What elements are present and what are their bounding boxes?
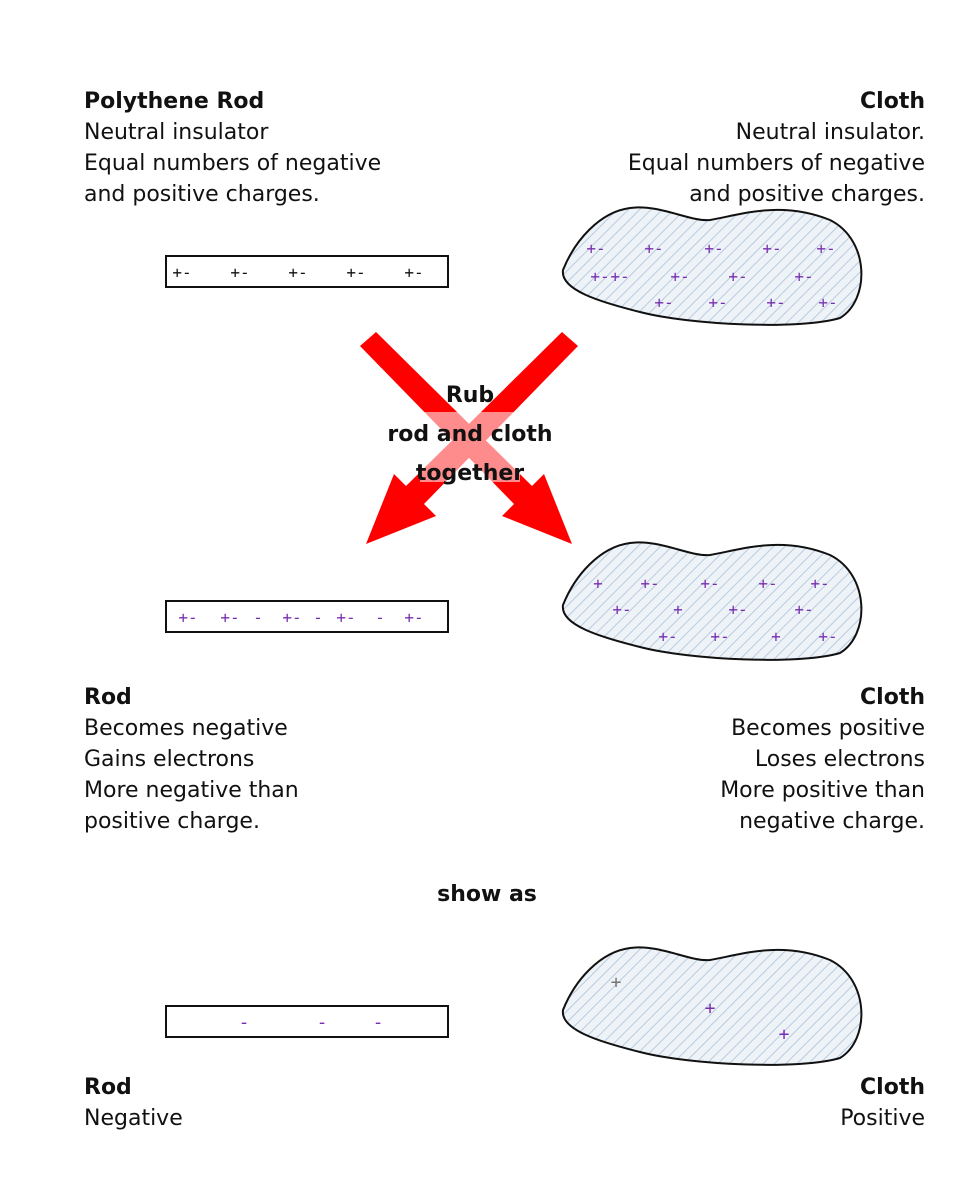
top-rod-line: Equal numbers of negative [84,151,382,176]
top-rod-line: and positive charges. [84,182,320,207]
charge-symbol: +- [610,267,629,286]
top-rod-title: Polythene Rod [84,89,265,114]
rod-bottom-shape [165,1005,449,1038]
top-rod-line: Neutral insulator [84,120,269,145]
charge-symbol: +- [346,263,365,282]
middle-cloth-description: Cloth Becomes positive Loses electrons M… [720,682,925,837]
charge-symbol: - [253,608,263,627]
cloth-bottom-shape [561,946,863,1066]
middle-cloth-title: Cloth [860,685,925,710]
bottom-cloth-line: Positive [840,1106,925,1131]
charge-symbol: +- [794,600,813,619]
middle-rod-line: Gains electrons [84,747,255,772]
bottom-cloth-title: Cloth [860,1075,925,1100]
charge-symbol: +- [282,608,301,627]
charge-symbol: +- [230,263,249,282]
rod-top-charges: +- +- +- +- +- [172,263,423,282]
charge-symbol: +- [762,239,781,258]
middle-cloth-line: More positive than [720,778,925,803]
rub-label-line: rod and cloth [387,422,553,447]
charge-symbol: +- [758,574,777,593]
charge-symbol: +- [288,263,307,282]
charge-symbol: +- [640,574,659,593]
middle-cloth-line: negative charge. [739,809,925,834]
charge-symbol: +- [178,608,197,627]
charge-symbol: +- [710,627,729,646]
charge-symbol: +- [670,267,689,286]
middle-rod-description: Rod Becomes negative Gains electrons Mor… [84,682,299,837]
middle-rod-line: positive charge. [84,809,260,834]
top-cloth-line: Neutral insulator. [735,120,925,145]
charge-symbol: +- [404,608,423,627]
cloth-top-charges: +-+-+-+-+-+-+-+-+-+-+-+-+-+- [586,239,837,312]
charge-symbol: +- [766,293,785,312]
charge-symbol: - [317,1012,328,1033]
top-cloth-line: Equal numbers of negative [627,151,925,176]
rub-label-line: Rub [445,383,495,408]
rod-bottom-charges: --- [239,1012,384,1033]
charge-symbol: +- [172,263,191,282]
cloth-middle-shape [561,541,863,661]
charge-symbol: +- [818,293,837,312]
charge-symbol: +- [586,239,605,258]
charge-symbol: + [673,600,683,619]
rub-arrows [360,332,578,544]
charge-symbol: +- [704,239,723,258]
bottom-cloth-description: Cloth Positive [840,1072,925,1134]
show-as-label: show as [437,882,537,907]
charge-symbol: +- [654,293,673,312]
charge-symbol: + [705,998,716,1019]
middle-cloth-line: Loses electrons [754,747,925,772]
charge-symbol: +- [658,627,677,646]
top-cloth-title: Cloth [860,89,925,114]
top-cloth-line: and positive charges. [689,182,925,207]
charge-symbol: + [771,627,781,646]
charge-symbol: +- [810,574,829,593]
charge-symbol: +- [336,608,355,627]
charge-symbol: - [375,608,385,627]
charge-symbol: - [239,1012,250,1033]
charge-symbol: +- [590,267,609,286]
rod-top-shape [165,255,449,288]
charge-symbol: - [373,1012,384,1033]
bottom-rod-title: Rod [84,1075,132,1100]
charge-symbol: +- [644,239,663,258]
middle-rod-line: Becomes negative [84,716,288,741]
rod-middle-charges: +-+--+--+--+- [178,608,423,627]
charge-symbol: +- [728,600,747,619]
middle-rod-title: Rod [84,685,132,710]
rod-middle-shape [165,600,449,633]
rub-label: Rub rod and cloth together [360,376,580,493]
charge-symbol: +- [404,263,423,282]
charge-symbol: +- [728,267,747,286]
cloth-middle-charges: + +- +- +- +- +- + +- +- +- +- + +- [593,574,837,646]
charge-symbol: + [611,972,622,993]
charge-symbol: + [593,574,603,593]
charge-symbol: - [313,608,323,627]
bottom-rod-line: Negative [84,1106,183,1131]
charge-symbol: +- [816,239,835,258]
charge-symbol: +- [700,574,719,593]
rub-label-line: together [415,461,525,486]
top-cloth-description: Cloth Neutral insulator. Equal numbers o… [628,86,925,210]
charge-symbol: +- [220,608,239,627]
charge-symbol: +- [612,600,631,619]
cloth-top-shape [561,206,863,326]
cloth-bottom-charges: + + + [611,972,790,1045]
charge-symbol: +- [818,627,837,646]
charge-symbol: + [779,1024,790,1045]
top-rod-description: Polythene Rod Neutral insulator Equal nu… [84,86,381,210]
middle-cloth-line: Becomes positive [731,716,925,741]
bottom-rod-description: Rod Negative [84,1072,183,1134]
middle-rod-line: More negative than [84,778,299,803]
charge-symbol: +- [708,293,727,312]
charge-symbol: +- [794,267,813,286]
